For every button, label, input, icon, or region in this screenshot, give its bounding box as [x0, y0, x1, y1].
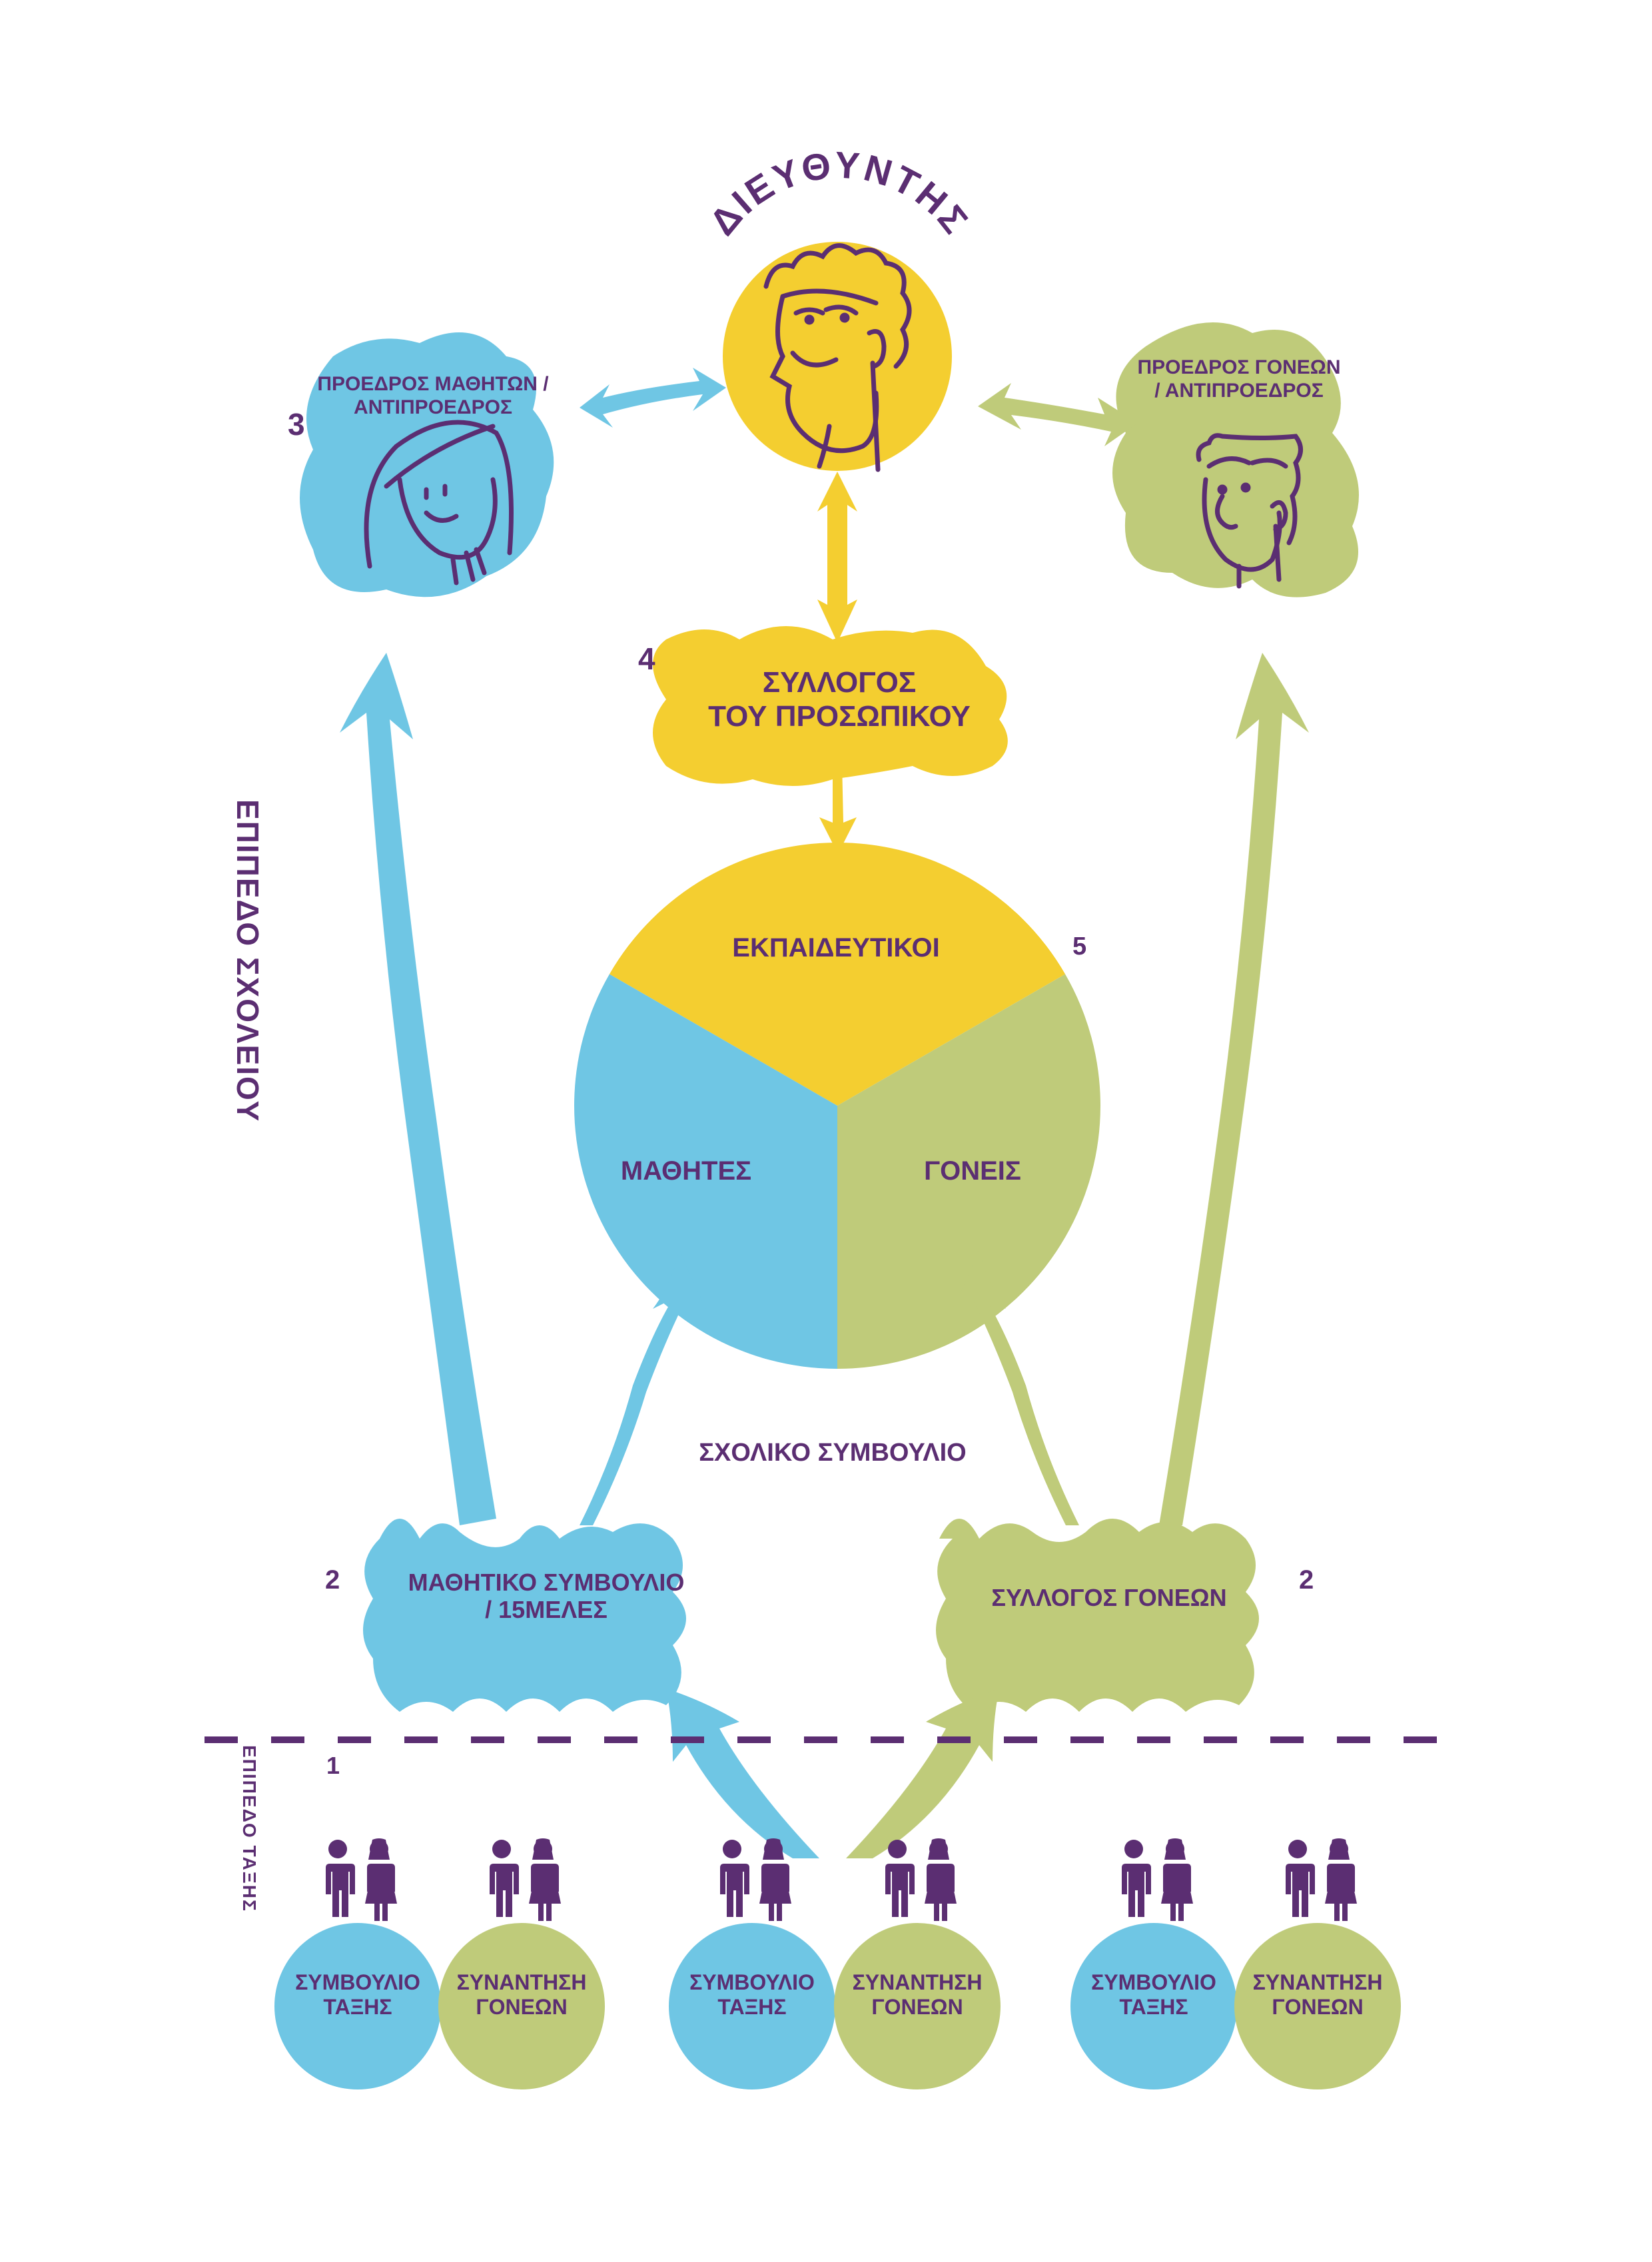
class-council-label: ΣΥΜΒΟΥΛΙΟ ΤΑΞΗΣ	[1091, 1970, 1216, 2019]
parent-meeting-label: ΣΥΝΑΝΤΗΣΗ ΓΟΝΕΩΝ	[1252, 1970, 1383, 2019]
director-face-icon	[763, 243, 912, 472]
arrow-student-council-to-student-president	[340, 653, 496, 1525]
parent-meeting-circle	[1234, 1923, 1401, 2089]
arrow-director-parent-president	[978, 383, 1138, 446]
male-person-icon	[719, 1840, 749, 1917]
arrow-student-council-to-pie	[580, 1249, 706, 1525]
pie-segment-parents	[837, 974, 1100, 1369]
school-council-number: 5	[1072, 933, 1087, 960]
student-president-label: ΠΡΟΕΔΡΟΣ ΜΑΘΗΤΩΝ / ΑΝΤΙΠΡΟΕΔΡΟΣ	[317, 373, 549, 418]
parent-association-label: ΣΥΛΛΟΓΟΣ ΓΟΝΕΩΝ	[991, 1584, 1227, 1611]
female-person-icon	[529, 1838, 561, 1921]
parent-meeting-circle	[834, 1923, 1001, 2089]
student-president-number: 3	[288, 407, 305, 442]
pie-label-teachers: ΕΚΠΑΙΔΕΥΤΙΚΟΙ	[732, 933, 940, 962]
pie-label-parents: ΓΟΝΕΙΣ	[924, 1156, 1021, 1186]
arrow-director-staff	[817, 472, 857, 643]
director-node	[723, 242, 952, 472]
parent-meeting-label: ΣΥΝΑΝΤΗΣΗ ΓΟΝΕΩΝ	[456, 1970, 587, 2019]
female-person-icon	[365, 1838, 397, 1921]
class-council-circle	[1070, 1923, 1237, 2089]
arrow-parent-association-to-parent-president	[1159, 653, 1309, 1525]
arrow-class-to-parent-association	[846, 1689, 999, 1858]
student-council-node	[363, 1519, 686, 1712]
director-title: ΔΙΕΥΘΥΝΤΗΣ	[701, 143, 978, 242]
staff-association-node	[653, 626, 1008, 786]
male-person-icon	[884, 1840, 915, 1917]
class-level-number: 1	[326, 1752, 340, 1779]
parent-association-number: 2	[1299, 1565, 1314, 1595]
female-person-icon	[1161, 1838, 1193, 1921]
school-council-pie	[574, 842, 1100, 1369]
school-level-label: ΕΠΙΠΕΔΟ ΣΧΟΛΕΙΟΥ	[230, 799, 265, 1123]
staff-association-number: 4	[638, 641, 655, 676]
parent-face-icon	[1196, 433, 1303, 589]
class-council-label: ΣΥΜΒΟΥΛΙΟ ΤΑΞΗΣ	[295, 1970, 420, 2019]
female-person-icon	[1325, 1838, 1357, 1921]
arrow-class-to-student-council	[666, 1689, 819, 1858]
arrow-director-student-president	[580, 368, 726, 428]
class-council-circle	[669, 1923, 835, 2089]
class-council-circle	[274, 1923, 441, 2089]
school-council-label: ΣΧΟΛΙΚΟ ΣΥΜΒΟΥΛΙΟ	[699, 1439, 967, 1467]
arrow-staff-school-council	[819, 763, 857, 854]
male-person-icon	[488, 1840, 519, 1917]
student-face-icon	[364, 420, 514, 585]
parent-president-node	[1112, 322, 1359, 597]
student-council-label: ΜΑΘΗΤΙΚΟ ΣΥΜΒΟΥΛΙΟ / 15ΜΕΛΕΣ	[408, 1569, 685, 1624]
parent-president-label: ΠΡΟΕΔΡΟΣ ΓΟΝΕΩΝ / ΑΝΤΙΠΡΟΕΔΡΟΣ	[1137, 356, 1341, 402]
male-person-icon	[1284, 1840, 1315, 1917]
student-council-number: 2	[325, 1565, 340, 1595]
female-person-icon	[925, 1838, 957, 1921]
pie-label-students: ΜΑΘΗΤΕΣ	[620, 1156, 752, 1186]
male-person-icon	[324, 1840, 355, 1917]
arrow-parent-association-to-pie	[953, 1249, 1079, 1525]
parent-meeting-label: ΣΥΝΑΝΤΗΣΗ ΓΟΝΕΩΝ	[852, 1970, 983, 2019]
student-president-node	[300, 332, 554, 597]
staff-association-label: ΣΥΛΛΟΓΟΣ ΤΟΥ ΠΡΟΣΩΠΙΚΟΥ	[708, 666, 971, 733]
parent-meeting-circle	[438, 1923, 605, 2089]
female-person-icon	[759, 1838, 791, 1921]
pie-segment-students	[574, 974, 837, 1369]
parent-association-node	[936, 1519, 1259, 1712]
male-person-icon	[1120, 1840, 1151, 1917]
class-council-label: ΣΥΜΒΟΥΛΙΟ ΤΑΞΗΣ	[689, 1970, 815, 2019]
class-level-label: ΕΠΙΠΕΔΟ ΤΑΞΗΣ	[239, 1745, 260, 1912]
class-level-groups	[274, 1838, 1401, 2089]
